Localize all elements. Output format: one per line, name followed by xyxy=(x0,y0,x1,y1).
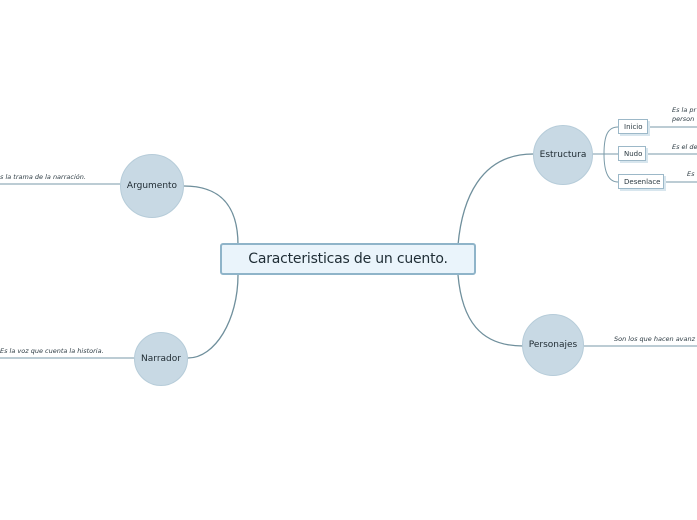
central-topic[interactable]: Caracteristicas de un cuento. xyxy=(220,243,476,275)
inicio-description-line1: Es la pr xyxy=(672,106,697,114)
link-argumento xyxy=(183,185,239,246)
node-argumento[interactable]: Argumento xyxy=(120,154,184,218)
leaf-desenlace[interactable]: Desenlace xyxy=(618,174,664,189)
leaf-nudo-label: Nudo xyxy=(624,149,643,158)
leaf-inicio[interactable]: Inicio xyxy=(618,119,648,134)
estructura-branch-desenlace xyxy=(603,153,619,183)
node-argumento-label: Argumento xyxy=(126,181,178,191)
leaf-nudo[interactable]: Nudo xyxy=(618,146,646,161)
node-narrador-label: Narrador xyxy=(141,354,181,364)
node-personajes-label: Personajes xyxy=(528,340,578,350)
link-narrador xyxy=(187,274,239,359)
link-estructura xyxy=(457,153,534,246)
nudo-description: Es el de xyxy=(672,143,697,151)
node-personajes[interactable]: Personajes xyxy=(522,314,584,376)
link-personajes xyxy=(457,274,524,347)
leaf-inicio-label: Inicio xyxy=(624,122,643,131)
narrador-description: Es la voz que cuenta la historia. xyxy=(0,347,104,355)
desenlace-description: Es xyxy=(687,170,695,178)
estructura-branch-inicio xyxy=(592,126,619,155)
argumento-description: s la trama de la narración. xyxy=(0,173,86,181)
node-estructura[interactable]: Estructura xyxy=(533,125,593,185)
leaf-desenlace-label: Desenlace xyxy=(624,177,661,186)
node-estructura-label: Estructura xyxy=(539,150,587,160)
personajes-description: Son los que hacen avanz xyxy=(614,335,696,343)
inicio-description-line2: person xyxy=(672,115,695,123)
node-narrador[interactable]: Narrador xyxy=(134,332,188,386)
